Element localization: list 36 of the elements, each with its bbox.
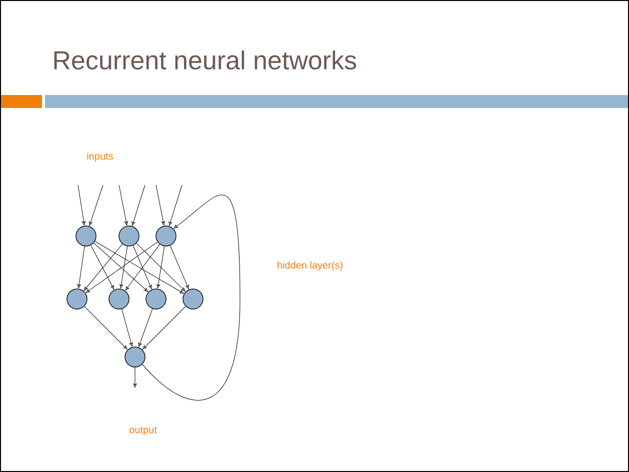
arrow: [125, 244, 160, 290]
arrow: [156, 246, 165, 288]
neuron-circle: [182, 288, 204, 310]
neuron-circle: [118, 226, 140, 246]
arrow: [84, 244, 123, 291]
arrow: [168, 184, 182, 226]
arrow: [120, 246, 128, 288]
arrow: [136, 243, 186, 292]
neuron-circle: [124, 346, 146, 368]
neuron-circle: [76, 226, 96, 246]
neuron-circle: [156, 226, 176, 246]
arrow: [122, 308, 133, 347]
arrow: [170, 245, 189, 290]
layer-label: output: [130, 426, 157, 436]
arrow: [118, 184, 128, 226]
arrow: [84, 306, 128, 350]
arrow: [142, 194, 240, 401]
slide-title: Recurrent neural networks: [54, 50, 356, 70]
arrow: [89, 184, 104, 226]
layer-label: hidden layer(s): [278, 261, 342, 271]
arrow: [86, 242, 158, 293]
arrow: [133, 367, 137, 388]
arrow: [94, 241, 184, 294]
layer-label: inputs: [87, 152, 113, 162]
arrow: [90, 244, 114, 290]
arrow: [138, 308, 153, 347]
arrow: [93, 242, 148, 292]
neuron-circle: [108, 288, 130, 310]
arrow: [156, 184, 165, 226]
neuron-circle: [146, 288, 166, 310]
arrow: [77, 246, 85, 288]
arrow: [78, 184, 86, 226]
arrow: [132, 245, 152, 290]
neuron-circle: [66, 288, 88, 310]
arrow: [132, 184, 146, 226]
arrow: [142, 306, 186, 350]
